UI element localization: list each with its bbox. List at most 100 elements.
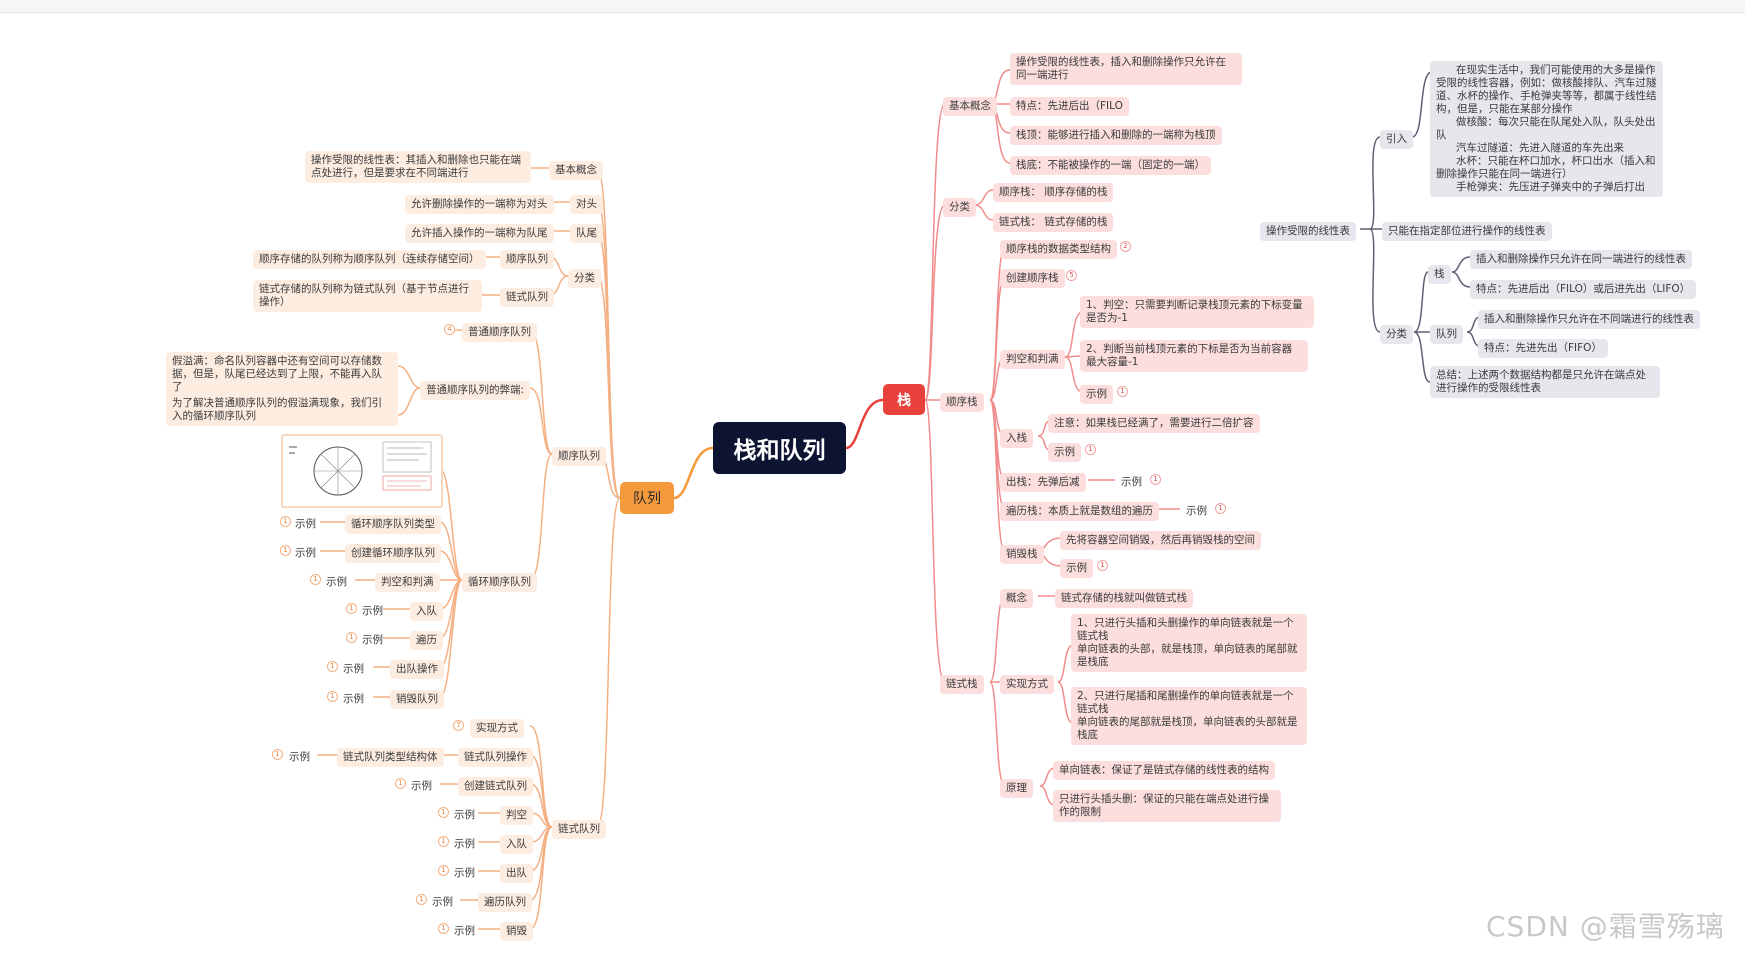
link-example-2[interactable]: 示例 [454, 838, 475, 850]
link-principle-2[interactable]: 只进行头插头删：保证的只能在端点处进行操作的限制 [1053, 790, 1281, 822]
seq-traverse-example[interactable]: 示例 [1186, 505, 1207, 517]
queue-cls-seq-text[interactable]: 顺序存储的队列称为顺序队列（连续存储空间） [253, 250, 486, 269]
queue-cls-link-text[interactable]: 链式存储的队列称为链式队列（基于节点进行操作） [253, 280, 482, 312]
stack-cls-0[interactable]: 顺序栈： 顺序存储的栈 [993, 183, 1114, 202]
seq-pop[interactable]: 出栈：先弹后减 [1000, 473, 1086, 492]
circ-item-1[interactable]: 创建循环顺序队列 [345, 544, 441, 563]
link-example-3[interactable]: 示例 [454, 867, 475, 879]
restricted-stack-1[interactable]: 插入和删除操作只允许在同一端进行的线性表 [1470, 250, 1692, 269]
queue-flaw-2[interactable]: 为了解决普通顺序队列的假溢满现象，我们引入的循环顺序队列 [166, 394, 398, 426]
restricted-queue-2[interactable]: 特点：先进先出（FIFO） [1478, 339, 1608, 358]
link-badge-2: 1 [438, 836, 449, 847]
link-type-example[interactable]: 示例 [289, 751, 310, 763]
link-example-0[interactable]: 示例 [411, 780, 432, 792]
restricted-root[interactable]: 操作受限的线性表 [1260, 222, 1356, 241]
link-impl-2[interactable]: 2、只进行尾插和尾删操作的单向链表就是一个链式栈 单向链表的尾部就是栈顶，单向链… [1071, 687, 1307, 745]
seq-judge-1[interactable]: 1、判空：只需要判断记录栈顶元素的下标变量是否为-1 [1080, 296, 1314, 328]
restricted-summary[interactable]: 总结：上述两个数据结构都是只允许在端点处进行操作的受限线性表 [1430, 366, 1660, 398]
queue-cls-label[interactable]: 分类 [568, 269, 601, 288]
link-ops[interactable]: 链式队列操作 [458, 748, 533, 767]
link-principle[interactable]: 原理 [1000, 779, 1033, 798]
circ-item-5[interactable]: 出队操作 [390, 660, 444, 679]
stack-basic-2[interactable]: 栈顶：能够进行插入和删除的一端称为栈顶 [1010, 126, 1222, 145]
seq-judge[interactable]: 判空和判满 [1000, 350, 1065, 369]
restricted-stack[interactable]: 栈 [1428, 265, 1451, 284]
link-item-1[interactable]: 判空 [500, 806, 533, 825]
seq-destroy-example[interactable]: 示例 [1060, 559, 1093, 578]
seq-push[interactable]: 入栈 [1000, 429, 1033, 448]
circ-badge-2: 1 [310, 574, 321, 585]
restricted-only[interactable]: 只能在指定部位进行操作的线性表 [1382, 222, 1552, 241]
stack-branch[interactable]: 栈 [883, 384, 925, 415]
restricted-queue-1[interactable]: 插入和删除操作只允许在不同端进行的线性表 [1478, 310, 1700, 329]
queue-cls-link[interactable]: 链式队列 [500, 288, 554, 307]
seq-type[interactable]: 顺序栈的数据类型结构 [1000, 240, 1117, 259]
circ-item-0[interactable]: 循环顺序队列类型 [345, 515, 441, 534]
queue-link-label[interactable]: 链式队列 [552, 820, 606, 839]
link-item-2[interactable]: 入队 [500, 835, 533, 854]
queue-flaw-1[interactable]: 假溢满：命名队列容器中还有空间可以存储数据，但是，队尾已经达到了上限，不能再入队… [166, 352, 398, 397]
link-item-5[interactable]: 销毁 [500, 922, 533, 941]
circ-example-1[interactable]: 示例 [295, 547, 316, 559]
restricted-stack-2[interactable]: 特点：先进后出（FILO）或后进先出（LIFO） [1470, 280, 1697, 299]
restricted-intro-text[interactable]: 在现实生活中，我们可能使用的大多是操作受限的线性容器，例如：做核酸排队、汽车过隧… [1430, 61, 1663, 197]
link-item-0[interactable]: 创建链式队列 [458, 777, 533, 796]
circ-example-5[interactable]: 示例 [343, 663, 364, 675]
link-example-5[interactable]: 示例 [454, 925, 475, 937]
seq-judge-example[interactable]: 示例 [1080, 385, 1113, 404]
seq-destroy[interactable]: 销毁栈 [1000, 545, 1044, 564]
seq-traverse[interactable]: 遍历栈：本质上就是数组的遍历 [1000, 502, 1159, 521]
restricted-intro[interactable]: 引入 [1380, 130, 1413, 149]
link-item-3[interactable]: 出队 [500, 864, 533, 883]
queue-basic-text[interactable]: 操作受限的线性表：其插入和删除也只能在端点处进行，但是要求在不同端进行 [305, 151, 531, 183]
circ-item-2[interactable]: 判空和判满 [375, 573, 440, 592]
queue-head-text[interactable]: 允许删除操作的一端称为对头 [405, 195, 554, 214]
stack-basic-3[interactable]: 栈底：不能被操作的一端（固定的一端） [1010, 156, 1211, 175]
stack-link-label[interactable]: 链式栈 [940, 675, 984, 694]
link-example-4[interactable]: 示例 [432, 896, 453, 908]
queue-cls-seq[interactable]: 顺序队列 [500, 250, 554, 269]
queue-branch[interactable]: 队列 [620, 482, 674, 514]
link-principle-1[interactable]: 单向链表：保证了是链式存储的线性表的结构 [1053, 761, 1275, 780]
queue-basic-label[interactable]: 基本概念 [549, 161, 603, 180]
circ-item-6[interactable]: 销毁队列 [390, 690, 444, 709]
circ-example-6[interactable]: 示例 [343, 693, 364, 705]
seq-pop-example[interactable]: 示例 [1121, 476, 1142, 488]
restricted-cls[interactable]: 分类 [1380, 325, 1413, 344]
queue-seq-label[interactable]: 顺序队列 [552, 447, 606, 466]
queue-head-label[interactable]: 对头 [570, 195, 603, 214]
circular-queue-thumbnail[interactable] [281, 434, 443, 508]
queue-tail-text[interactable]: 允许插入操作的一端称为队尾 [405, 224, 554, 243]
seq-push-note[interactable]: 注意：如果栈已经满了，需要进行二倍扩容 [1048, 414, 1260, 433]
link-impl-label[interactable]: 实现方式 [1000, 675, 1054, 694]
circ-item-3[interactable]: 入队 [410, 602, 443, 621]
stack-basic-1[interactable]: 特点：先进后出（FILO [1010, 97, 1129, 116]
circ-example-4[interactable]: 示例 [362, 634, 383, 646]
circ-example-2[interactable]: 示例 [326, 576, 347, 588]
seq-create[interactable]: 创建顺序栈 [1000, 269, 1065, 288]
root-node[interactable]: 栈和队列 [713, 422, 846, 474]
stack-seq-label[interactable]: 顺序栈 [940, 393, 984, 412]
link-impl-1[interactable]: 1、只进行头插和头删操作的单向链表就是一个链式栈 单向链表的头部，就是栈顶，单向… [1071, 614, 1307, 672]
queue-flaw[interactable]: 普通顺序队列的弊端: [420, 381, 531, 400]
link-item-4[interactable]: 遍历队列 [478, 893, 532, 912]
stack-cls-1[interactable]: 链式栈： 链式存储的栈 [993, 213, 1114, 232]
seq-destroy-note[interactable]: 先将容器空间销毁，然后再销毁栈的空间 [1060, 531, 1261, 550]
circ-example-3[interactable]: 示例 [362, 605, 383, 617]
queue-common-seq[interactable]: 普通顺序队列 [462, 323, 537, 342]
restricted-queue[interactable]: 队列 [1430, 325, 1463, 344]
queue-circular[interactable]: 循环顺序队列 [462, 573, 537, 592]
link-type[interactable]: 链式队列类型结构体 [337, 748, 444, 767]
seq-push-example[interactable]: 示例 [1048, 443, 1081, 462]
queue-tail-label[interactable]: 队尾 [570, 224, 603, 243]
circ-example-0[interactable]: 示例 [295, 518, 316, 530]
link-concept[interactable]: 概念 [1000, 589, 1033, 608]
seq-judge-2[interactable]: 2、判断当前栈顶元素的下标是否为当前容器最大容量-1 [1080, 340, 1308, 372]
circ-item-4[interactable]: 遍历 [410, 631, 443, 650]
stack-basic-0[interactable]: 操作受限的线性表，插入和删除操作只允许在同一端进行 [1010, 53, 1242, 85]
stack-basic-label[interactable]: 基本概念 [943, 97, 997, 116]
link-concept-text[interactable]: 链式存储的栈就叫做链式栈 [1055, 589, 1193, 608]
stack-cls-label[interactable]: 分类 [943, 198, 976, 217]
link-impl[interactable]: 实现方式 [470, 719, 524, 738]
link-example-1[interactable]: 示例 [454, 809, 475, 821]
